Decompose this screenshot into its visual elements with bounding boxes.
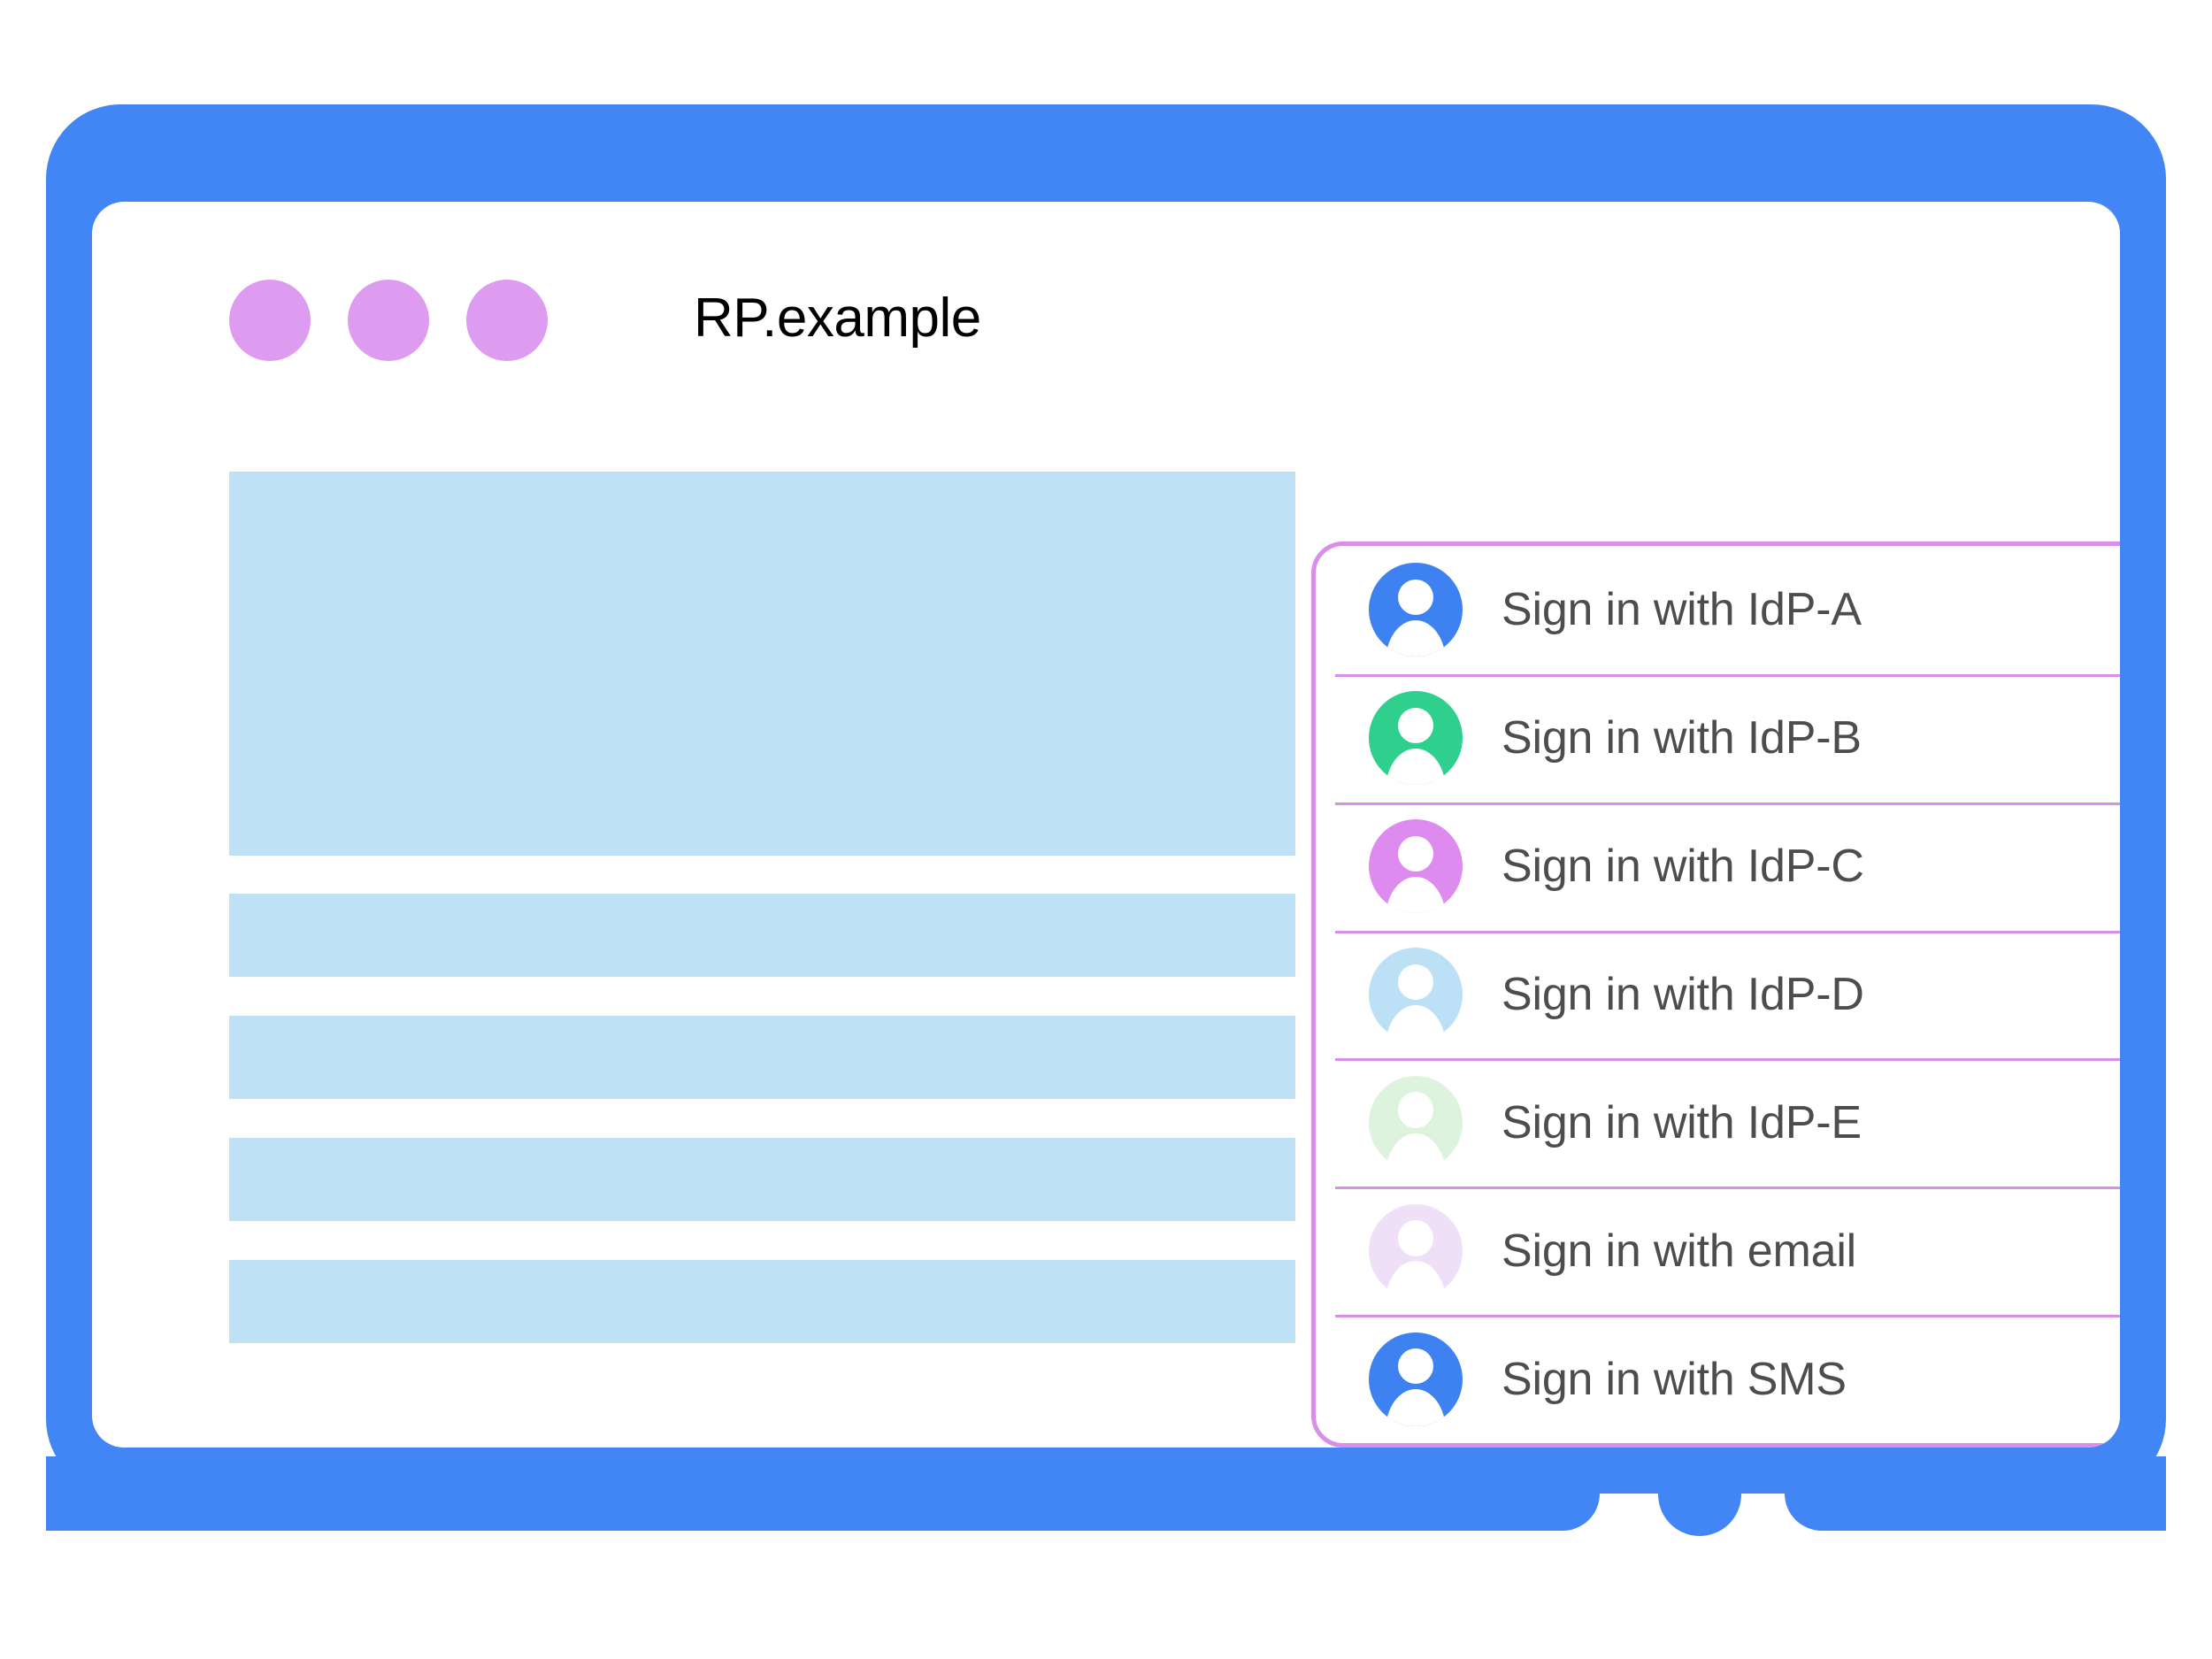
- account-chooser-item-label: Sign in with IdP-D: [1502, 969, 1864, 1020]
- account-chooser-item[interactable]: Sign in with SMS: [1316, 1315, 2120, 1443]
- device-bezel-bottom-left: [46, 1456, 1600, 1531]
- device-bezel-bottom-right: [1785, 1456, 2166, 1531]
- person-avatar-icon: [1369, 1203, 1463, 1298]
- person-avatar-icon: [1369, 948, 1463, 1041]
- account-chooser-item[interactable]: Sign in with IdP-E: [1316, 1058, 2120, 1187]
- content-block-row-3: [229, 1138, 1295, 1221]
- home-button[interactable]: [1658, 1453, 1741, 1536]
- account-chooser-item[interactable]: Sign in with email: [1316, 1187, 2120, 1315]
- browser-titlebar: RP.example: [92, 202, 2120, 388]
- person-avatar-icon: [1369, 1075, 1463, 1170]
- account-chooser-panel: Sign in with IdP-A Sign in with IdP-B Sign…: [1311, 541, 2120, 1448]
- account-chooser-item-label: Sign in with IdP-B: [1502, 712, 1862, 764]
- account-chooser-item-label: Sign in with email: [1502, 1225, 1857, 1277]
- window-dot-3-icon[interactable]: [466, 280, 548, 361]
- window-dot-2-icon[interactable]: [348, 280, 429, 361]
- page-content-placeholder: [92, 202, 2120, 1448]
- person-avatar-icon: [1369, 1332, 1463, 1426]
- content-block-row-1: [229, 894, 1295, 977]
- person-avatar-icon: [1369, 691, 1463, 786]
- content-block-hero: [229, 472, 1295, 856]
- account-chooser-item[interactable]: Sign in with IdP-D: [1316, 930, 2120, 1059]
- content-block-row-2: [229, 1016, 1295, 1099]
- account-chooser-item[interactable]: Sign in with IdP-C: [1316, 802, 2120, 931]
- account-chooser-item[interactable]: Sign in with IdP-B: [1316, 673, 2120, 803]
- content-block-row-4: [229, 1260, 1295, 1343]
- person-avatar-icon: [1369, 563, 1463, 657]
- account-chooser-item[interactable]: Sign in with IdP-A: [1316, 546, 2120, 674]
- account-chooser-item-label: Sign in with IdP-E: [1502, 1096, 1862, 1148]
- account-chooser-item-label: Sign in with SMS: [1502, 1353, 1847, 1405]
- page-title: RP.example: [694, 288, 981, 349]
- person-avatar-icon: [1369, 819, 1463, 914]
- account-chooser-item-label: Sign in with IdP-A: [1502, 584, 1862, 636]
- account-chooser-list: Sign in with IdP-A Sign in with IdP-B Sign…: [1316, 546, 2120, 1443]
- window-dot-1-icon[interactable]: [229, 280, 311, 361]
- account-chooser-item-label: Sign in with IdP-C: [1502, 841, 1864, 893]
